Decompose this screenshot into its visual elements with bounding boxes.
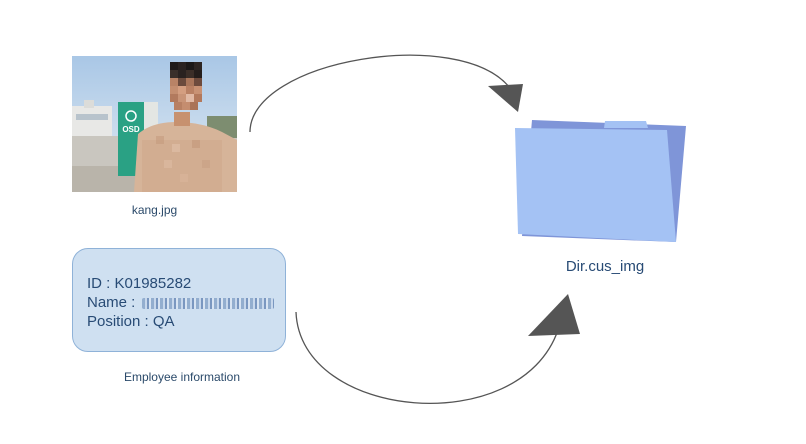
arrowhead-top (488, 84, 523, 112)
photo-caption: kang.jpg (131, 203, 178, 217)
employee-position-line: Position : QA (87, 313, 175, 330)
employee-info-card: ID : K01985282 Name : Position : QA (72, 248, 286, 352)
folder-icon (515, 120, 686, 242)
redacted-name (141, 297, 274, 309)
employee-photo: OSD (72, 56, 237, 192)
id-value: K01985282 (114, 275, 192, 292)
position-label: Position : (87, 313, 153, 330)
position-value: QA (152, 313, 175, 330)
arrow-photo-to-folder (249, 54, 511, 133)
arrow-info-to-folder (295, 311, 559, 405)
id-label: ID : (87, 275, 115, 292)
employee-name-line: Name : (87, 294, 274, 311)
employee-info-caption: Employee information (123, 370, 241, 384)
employee-id-line: ID : K01985282 (87, 275, 191, 292)
svg-text:OSD: OSD (122, 125, 140, 134)
arrowhead-bottom (528, 294, 580, 336)
name-label: Name : (87, 294, 140, 311)
folder-label: Dir.cus_img (565, 258, 645, 275)
